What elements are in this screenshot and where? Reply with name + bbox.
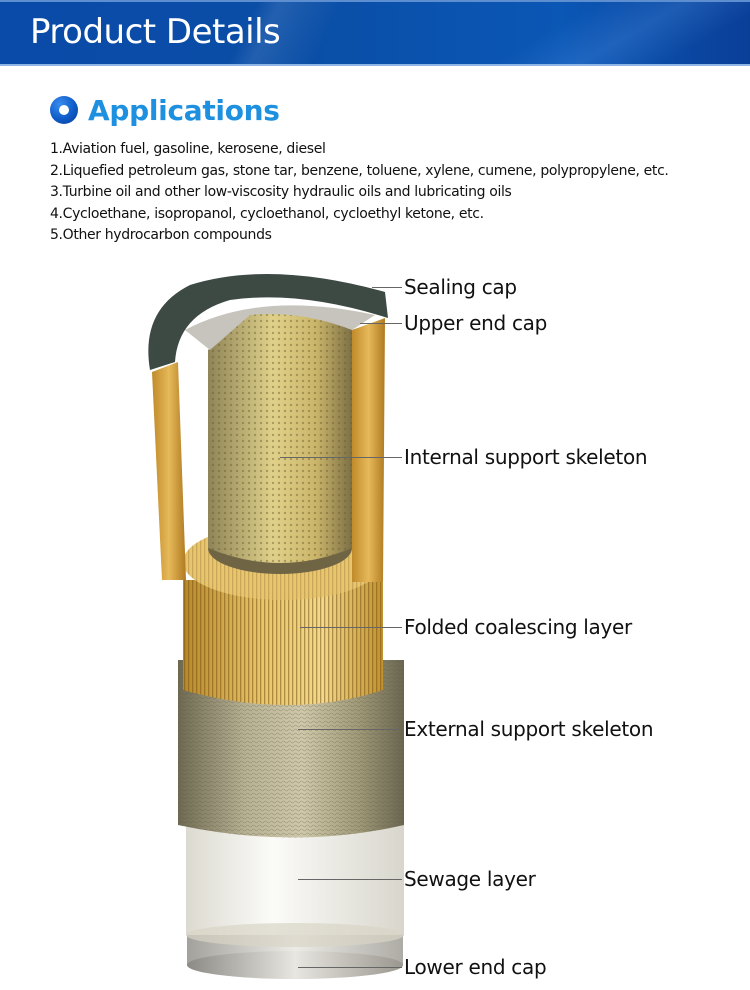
- callout-sealing-cap: Sealing cap: [372, 275, 517, 299]
- leader-line: [298, 728, 402, 730]
- callout-folded-coalescing-layer: Folded coalescing layer: [300, 615, 632, 639]
- page-title: Product Details: [30, 12, 281, 52]
- callout-external-support-skeleton: External support skeleton: [298, 717, 654, 741]
- header-banner: Product Details: [0, 0, 750, 66]
- callout-label: Sealing cap: [404, 275, 517, 299]
- list-item: 1.Aviation fuel, gasoline, kerosene, die…: [50, 141, 326, 157]
- callout-label: Internal support skeleton: [404, 445, 648, 469]
- callout-label: Upper end cap: [404, 311, 547, 335]
- callout-internal-support-skeleton: Internal support skeleton: [280, 445, 648, 469]
- leader-line: [298, 966, 402, 968]
- filter-cutaway-diagram: Sealing cap Upper end cap Internal suppo…: [0, 255, 750, 990]
- leader-line: [280, 456, 402, 458]
- callout-upper-end-cap: Upper end cap: [360, 311, 547, 335]
- callout-label: Sewage layer: [404, 867, 536, 891]
- list-item: 3.Turbine oil and other low-viscosity hy…: [50, 184, 512, 200]
- leader-line: [372, 286, 402, 288]
- callout-label: Folded coalescing layer: [404, 615, 632, 639]
- leader-line: [300, 626, 402, 628]
- callout-label: External support skeleton: [404, 717, 654, 741]
- list-item: 4.Cycloethane, isopropanol, cycloethanol…: [50, 205, 484, 222]
- list-item: 2.Liquefied petroleum gas, stone tar, be…: [50, 162, 669, 179]
- applications-heading: Applications: [50, 93, 280, 127]
- callout-sewage-layer: Sewage layer: [298, 867, 536, 891]
- applications-list: 1.Aviation fuel, gasoline, kerosene, die…: [50, 139, 669, 247]
- callout-lower-end-cap: Lower end cap: [298, 955, 547, 979]
- section-title: Applications: [88, 93, 280, 127]
- leader-line: [298, 878, 402, 880]
- ring-bullet-icon: [50, 96, 78, 124]
- callout-label: Lower end cap: [404, 955, 547, 979]
- leader-line: [360, 322, 402, 324]
- filter-element-illustration: [148, 274, 404, 979]
- list-item: 5.Other hydrocarbon compounds: [50, 227, 272, 243]
